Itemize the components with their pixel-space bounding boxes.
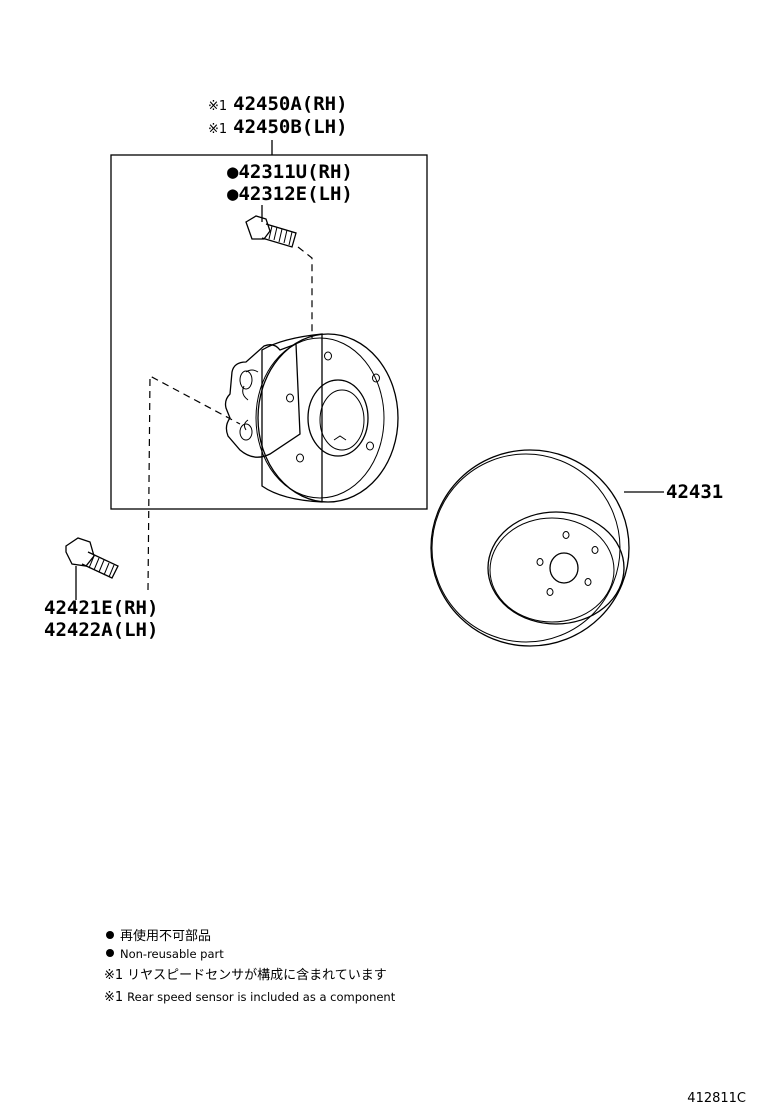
illustration-code: 412811C bbox=[687, 1091, 746, 1106]
mount-bolt-dash bbox=[147, 375, 241, 591]
disc-label[interactable]: 42431 bbox=[666, 481, 723, 503]
bullet-icon bbox=[106, 949, 114, 957]
brake-disc-icon bbox=[430, 449, 630, 647]
mount-bolt-rh-label[interactable]: 42421E(RH) bbox=[44, 597, 158, 619]
mount-bolt-icon bbox=[65, 537, 119, 579]
hub-bearing-icon bbox=[224, 333, 399, 503]
hub-assembly-box bbox=[110, 154, 428, 510]
hub-bolt-lh-label[interactable]: ●42312E(LH) bbox=[227, 183, 353, 205]
legend-non-reusable-ja: 再使用不可部品 bbox=[120, 928, 211, 944]
bullet-icon bbox=[106, 931, 114, 939]
hub-bolt-dash bbox=[297, 246, 313, 338]
hub-bolt-icon bbox=[245, 215, 297, 248]
hub-bolt-rh-label[interactable]: ●42311U(RH) bbox=[227, 161, 353, 183]
legend-non-reusable-en: Non-reusable part bbox=[120, 947, 224, 961]
mount-bolt-lh-label[interactable]: 42422A(LH) bbox=[44, 619, 158, 641]
